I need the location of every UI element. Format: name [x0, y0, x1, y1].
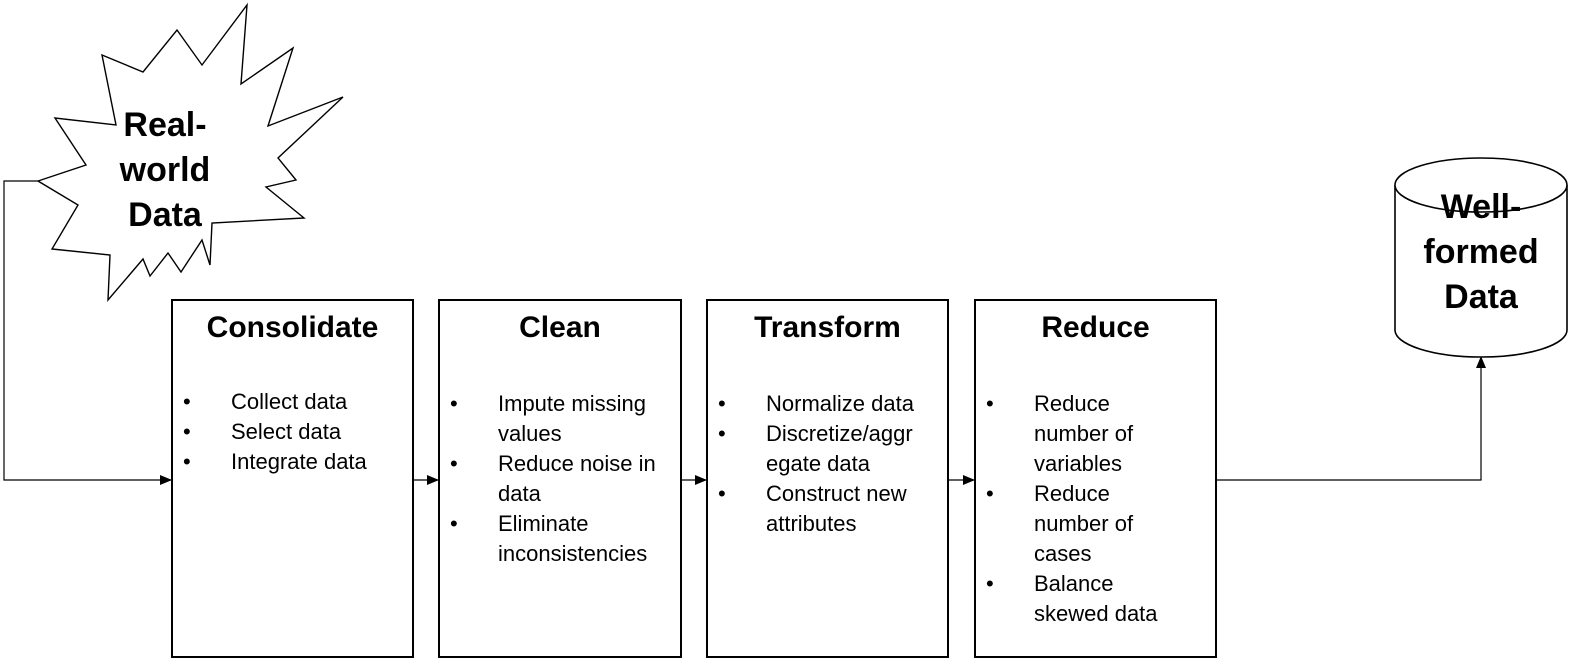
list-item: • Construct new attributes — [708, 479, 943, 539]
list-item-text: Reduce number of variables — [1034, 391, 1134, 476]
bullet-marker: • — [718, 481, 726, 506]
list-item-text: Eliminate inconsistencies — [498, 511, 648, 566]
list-item-text: Discretize/aggr egate data — [766, 421, 913, 476]
step-consolidate: Consolidate • Collect data • Select data •… — [171, 299, 414, 658]
step-bullet-list: • Collect data • Select data • Integrate da… — [173, 387, 408, 477]
list-item-text: Reduce noise in data — [498, 451, 656, 506]
list-item-text: Reduce number of cases — [1034, 481, 1134, 566]
list-item-text: Collect data — [231, 389, 348, 414]
step-title: Transform — [754, 311, 901, 344]
bullet-marker: • — [718, 391, 726, 416]
target-label: Well- formed Data — [1396, 185, 1566, 320]
list-item-text: Normalize data — [766, 391, 914, 416]
bullet-marker: • — [450, 391, 458, 416]
starburst-shape — [36, 2, 344, 303]
list-item-text: Impute missing values — [498, 391, 646, 446]
connector-reduce-to-target — [1217, 356, 1486, 481]
bullet-marker: • — [986, 391, 994, 416]
list-item-text: Balance skewed data — [1034, 571, 1158, 626]
cylinder-top — [1394, 157, 1568, 213]
step-transform: Transform • Normalize data • Discretize/ag… — [706, 299, 949, 658]
list-item: • Balance skewed data — [976, 569, 1175, 629]
bullet-marker: • — [183, 419, 191, 444]
list-item: • Discretize/aggr egate data — [708, 419, 943, 479]
list-item: • Reduce noise in data — [440, 449, 676, 509]
list-item: • Select data — [173, 417, 408, 447]
cylinder-shape — [1394, 185, 1568, 358]
step-bullet-list: • Normalize data • Discretize/aggr egate d… — [708, 389, 943, 539]
bullet-marker: • — [450, 511, 458, 536]
list-item: • Integrate data — [173, 447, 408, 477]
list-item: • Reduce number of cases — [976, 479, 1175, 569]
list-item-text: Construct new attributes — [766, 481, 907, 536]
step-bullet-list: • Reduce number of variables • Reduce numb… — [976, 389, 1175, 629]
target-label-text: Well- formed Data — [1423, 188, 1539, 316]
list-item: • Reduce number of variables — [976, 389, 1175, 479]
source-label-text: Real- world Data — [119, 106, 211, 234]
step-title: Consolidate — [206, 311, 379, 344]
step-title: Reduce — [1041, 311, 1150, 344]
bullet-marker: • — [183, 449, 191, 474]
bullet-marker: • — [450, 451, 458, 476]
bullet-marker: • — [718, 421, 726, 446]
bullet-marker: • — [986, 481, 994, 506]
list-item: • Impute missing values — [440, 389, 676, 449]
list-item-text: Select data — [231, 419, 342, 444]
list-item: • Collect data — [173, 387, 408, 417]
step-reduce: Reduce • Reduce number of variables • Redu… — [974, 299, 1217, 658]
source-label: Real- world Data — [95, 103, 235, 238]
bullet-marker: • — [183, 389, 191, 414]
step-title: Clean — [519, 311, 601, 344]
connector-source-to-consolidate — [3, 180, 172, 485]
list-item-text: Integrate data — [231, 449, 367, 474]
step-bullet-list: • Impute missing values • Reduce noise in … — [440, 389, 676, 569]
list-item: • Eliminate inconsistencies — [440, 509, 676, 569]
list-item: • Normalize data — [708, 389, 943, 419]
step-clean: Clean • Impute missing values • Reduce noi… — [438, 299, 682, 658]
bullet-marker: • — [986, 571, 994, 596]
